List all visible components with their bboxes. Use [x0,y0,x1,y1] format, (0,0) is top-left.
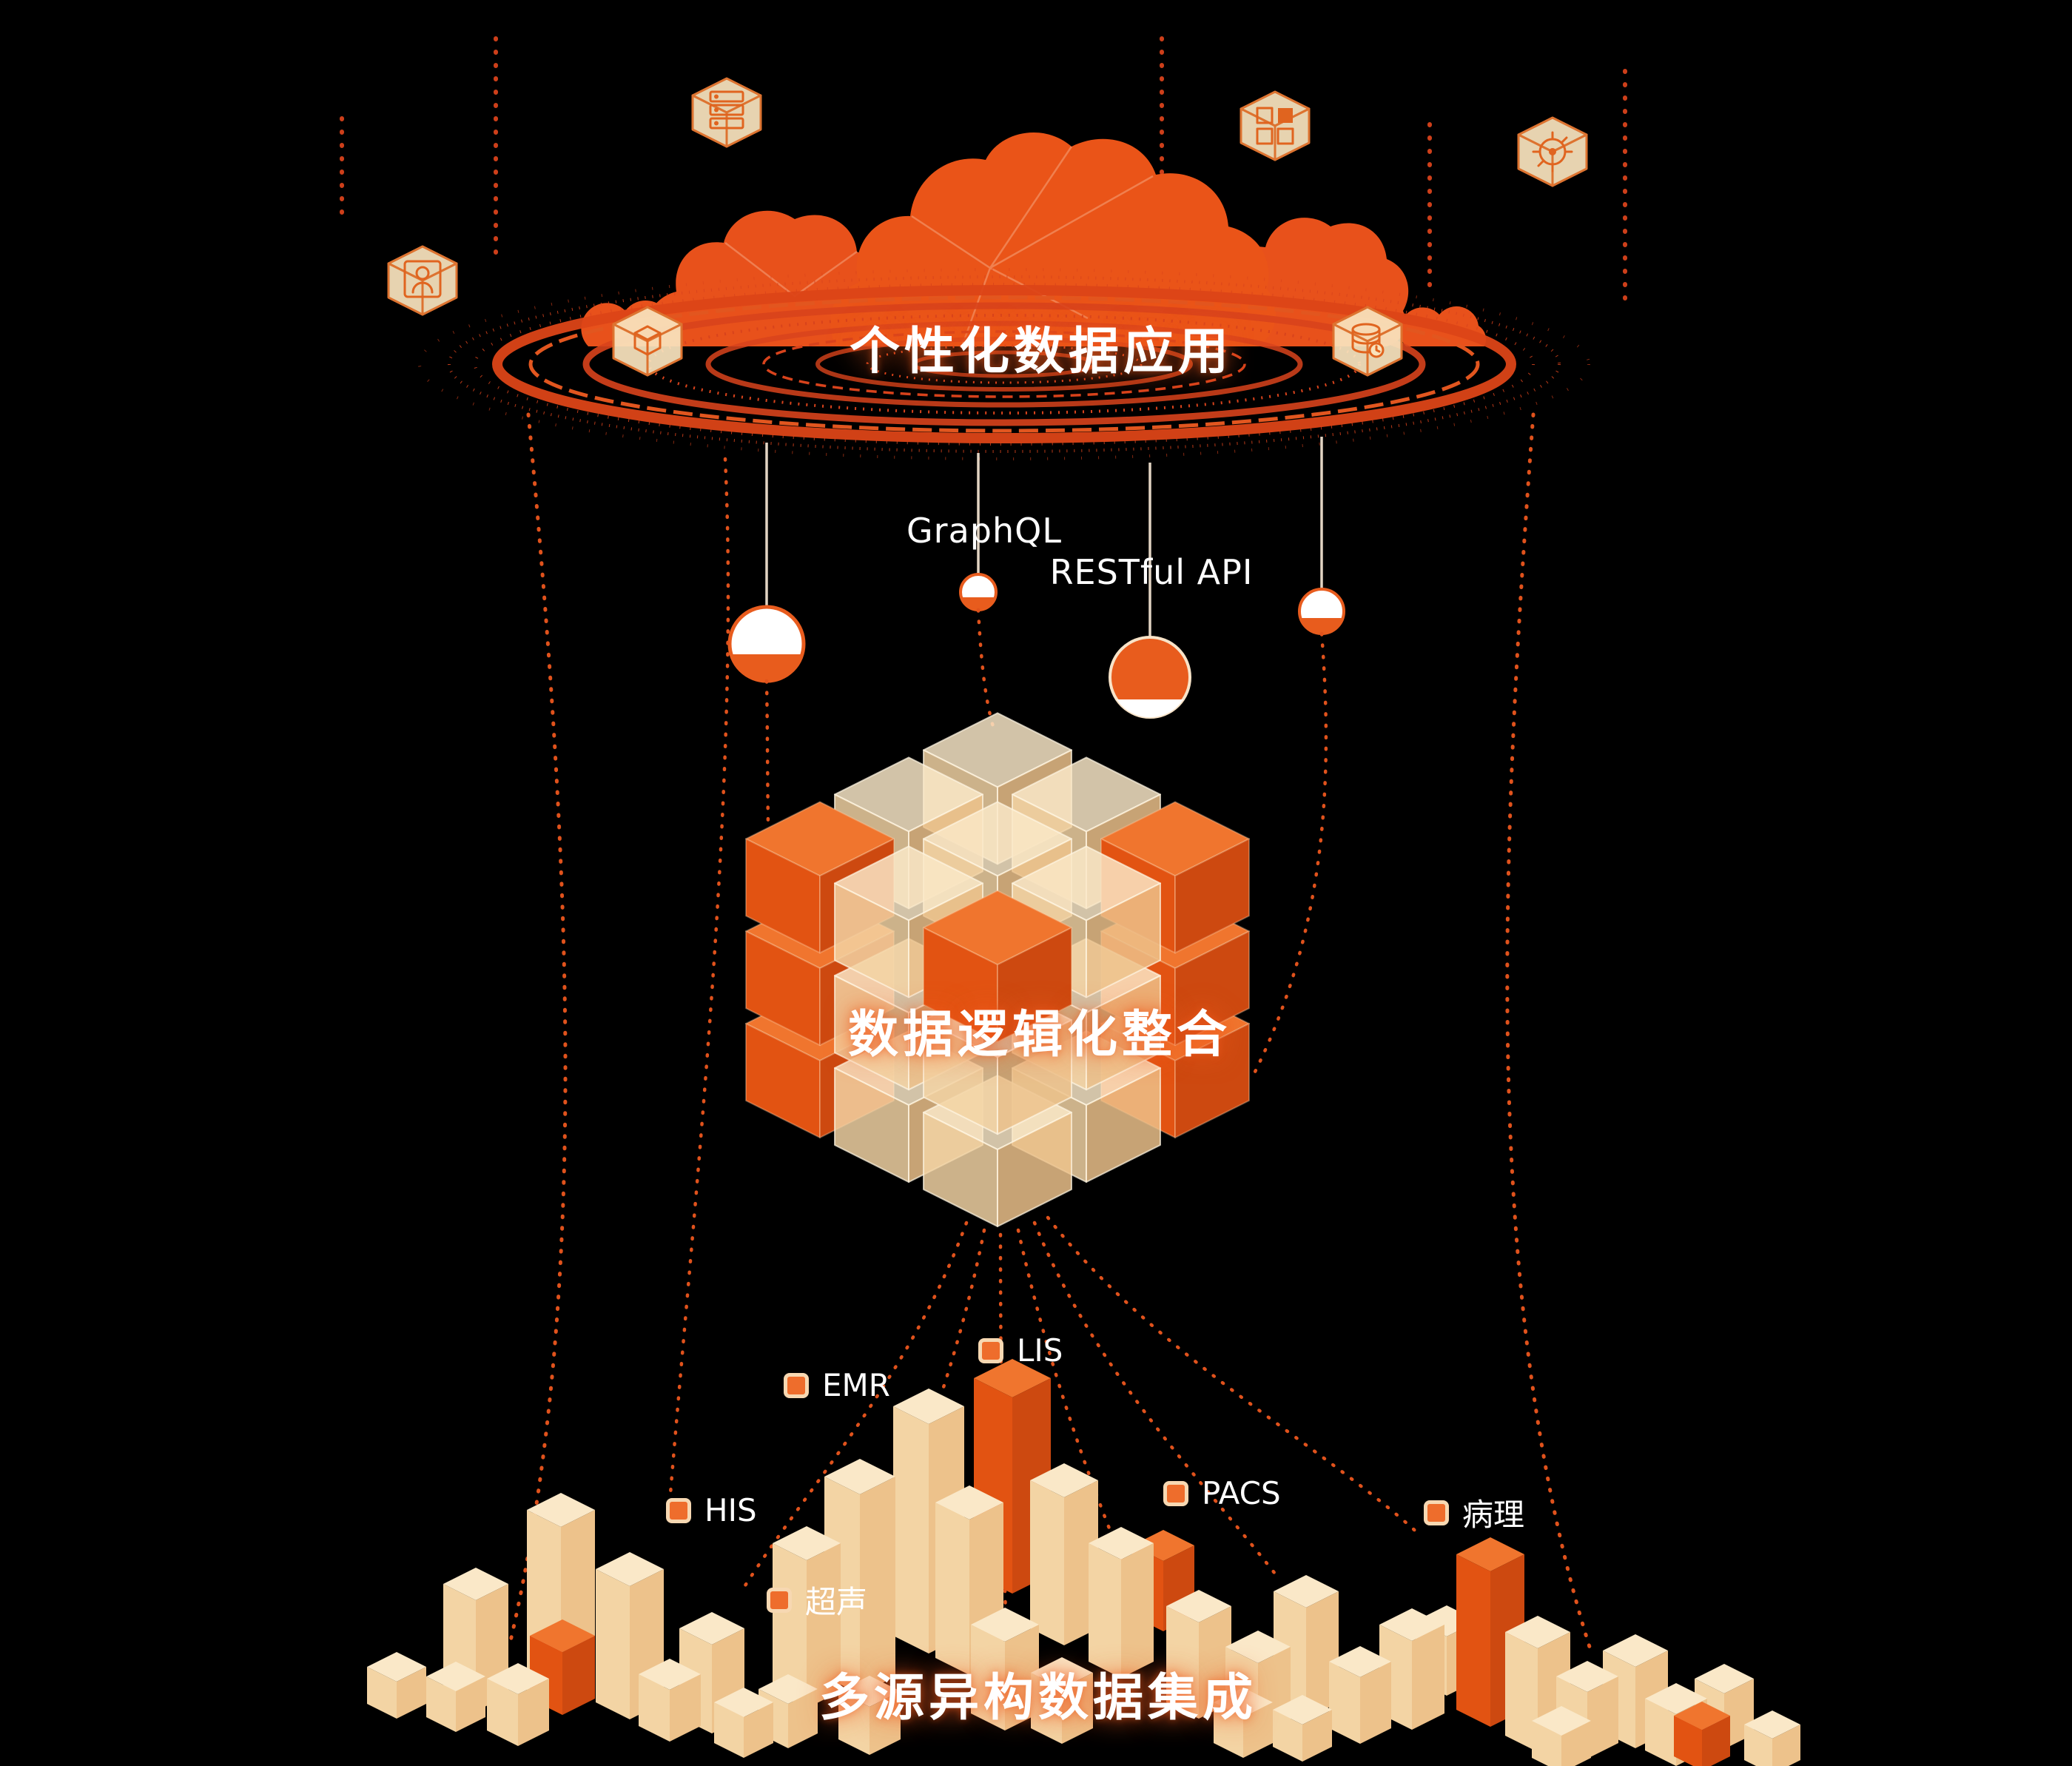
chip-cube-icon [1517,116,1588,187]
label-ultrasound: 超声 [767,1577,867,1622]
emr-bullet-icon [784,1372,809,1398]
pathology-bullet-icon [1424,1500,1449,1525]
source-bar [1674,1702,1730,1766]
sources-layer-title: 多源异构数据集成 [818,1669,1258,1728]
floating-cube-icons [387,77,1588,377]
patient-glyph-icon [403,260,442,298]
connector-ball-graphql [959,573,998,611]
source-bar [971,1608,1039,1730]
modules-cube-icon [1240,90,1311,161]
source-bar [1031,1657,1093,1744]
label-pacs: PACS [1163,1475,1281,1511]
source-bar [773,1526,841,1708]
database-cube-icon [1332,306,1403,377]
label-pathology: 病理 [1424,1490,1524,1535]
api-strings [727,437,1345,1081]
funnel-dotted-curves [507,412,1592,1649]
source-bar [1030,1463,1098,1645]
source-bar [838,1676,901,1755]
source-bars-skyline [367,1359,1800,1766]
source-bar [487,1663,549,1746]
source-bar [530,1619,595,1715]
label-emr: EMR [784,1367,890,1403]
label-his: HIS [666,1492,757,1528]
his-bullet-icon [666,1497,691,1523]
ultrasound-label-text: 超声 [805,1584,868,1620]
restful-api-label: RESTful API [1049,552,1254,592]
lis-bullet-icon [978,1337,1003,1363]
cluster-cube [1012,845,1161,998]
box-cube-icon [612,306,683,377]
his-label-text: HIS [704,1492,757,1528]
source-bar [1166,1590,1231,1719]
source-bar [367,1652,426,1719]
pacs-label-text: PACS [1202,1475,1281,1511]
integration-layer-title: 数据逻辑化整合 [847,1006,1232,1064]
source-bar [1532,1706,1591,1766]
chip-glyph-icon [1532,131,1573,172]
server-glyph-icon [709,90,744,130]
modules-glyph-icon [1256,107,1294,145]
ultrasound-bullet-icon [767,1587,792,1613]
source-bar [1273,1695,1332,1762]
connector-ball-1 [727,605,806,683]
connector-ball-4 [1298,588,1345,635]
source-bar [426,1662,485,1732]
patient-cube-icon [387,245,458,316]
box-glyph-icon [633,325,662,356]
source-bar [1329,1646,1391,1744]
cluster-cube [923,890,1072,1043]
graphql-label: GraphQL [906,511,1062,551]
pathology-label-text: 病理 [1462,1497,1525,1533]
source-bar [714,1688,773,1758]
top-dotted-columns [340,36,1627,307]
source-bar [639,1659,701,1742]
database-glyph-icon [1351,323,1385,358]
label-lis: LIS [978,1332,1063,1369]
emr-label-text: EMR [822,1367,890,1403]
source-bar [1744,1710,1800,1766]
source-bar [1089,1527,1154,1678]
source-bar [1214,1688,1273,1758]
data-cube-cluster [745,712,1250,1227]
orbit-rings [418,268,1590,460]
connector-ball-restful [1109,636,1191,719]
lis-label-text: LIS [1017,1332,1063,1369]
application-layer-title: 个性化数据应用 [849,323,1234,381]
server-cube-icon [691,77,762,148]
pacs-bullet-icon [1163,1480,1188,1506]
